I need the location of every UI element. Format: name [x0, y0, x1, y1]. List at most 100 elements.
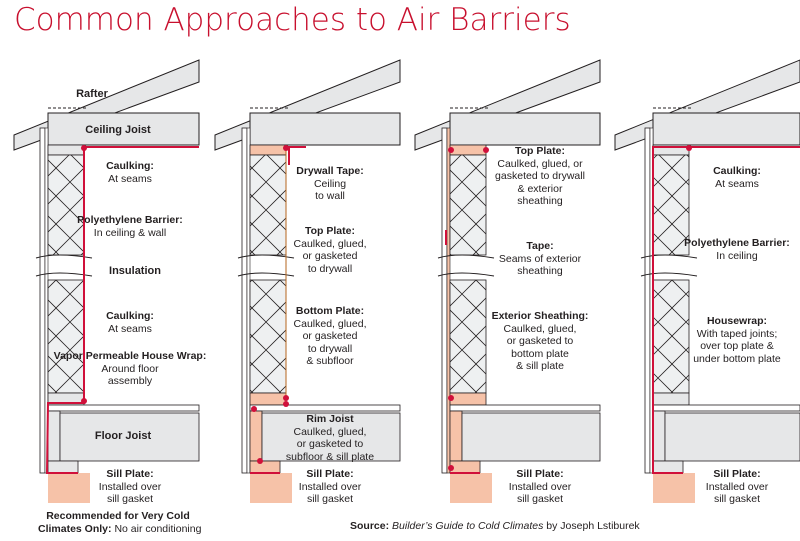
siding	[644, 127, 651, 474]
subfloor	[249, 404, 401, 412]
callout-text: or gasketed to	[506, 335, 574, 347]
insulation-lower	[449, 279, 487, 394]
callout-text: sheathing	[517, 195, 563, 207]
sheathing	[446, 127, 451, 474]
callout-text: Caulked, glued, or	[497, 157, 583, 170]
callout-title: Sill Plate:	[516, 468, 564, 480]
foundation	[250, 473, 292, 503]
foundation	[450, 473, 492, 503]
caulking-dot	[448, 395, 454, 401]
callout-text: assembly	[107, 375, 153, 387]
caulking-dot	[283, 395, 289, 401]
panel-2	[214, 59, 401, 503]
member-label-floor-joist: Floor Joist	[94, 430, 152, 442]
source-author: by Joseph Lstiburek	[543, 520, 640, 532]
subfloor	[652, 404, 800, 412]
callout-text: & subfloor	[306, 355, 354, 367]
callout-title: Bottom Plate:	[295, 305, 365, 317]
callout-title: Polyethylene Barrier:	[77, 214, 183, 226]
callout-text: Installed over	[298, 480, 362, 493]
source-credit: Source: Builder’s Guide to Cold Climates…	[350, 520, 640, 532]
insulation-lower	[652, 279, 690, 394]
subfloor	[449, 404, 601, 412]
source-label: Source:	[350, 520, 390, 532]
break-line-top	[35, 254, 93, 259]
callout-text: Caulked, glued,	[503, 322, 577, 335]
callout-text: Installed over	[705, 480, 769, 493]
note-normal: No air conditioning	[111, 523, 202, 535]
top-plate	[47, 144, 85, 156]
ceiling-joist	[449, 112, 601, 146]
callout-text: Installed over	[508, 480, 572, 493]
callout-label: Caulking:At seams	[106, 160, 154, 185]
top-plate	[249, 144, 287, 156]
callout-text: Seams of exterior	[498, 252, 582, 265]
callout-title: Polyethylene Barrier:	[684, 237, 790, 249]
callout-text: sill gasket	[713, 493, 761, 505]
callout-text: sill gasket	[306, 493, 354, 505]
callout-label: Polyethylene Barrier:In ceiling & wall	[77, 214, 183, 239]
sill-plate	[249, 460, 281, 474]
callout-text: bottom plate	[511, 347, 569, 360]
break-line-bottom	[237, 272, 295, 277]
air-barrier-line	[652, 146, 800, 474]
panel-3	[414, 59, 601, 503]
insulation-upper	[449, 154, 487, 256]
callout-title: Caulking:	[106, 310, 154, 322]
floor-joist	[59, 412, 200, 462]
note-bold-2: Climates Only:	[38, 523, 112, 535]
member-label-ceiling-joist: Ceiling Joist	[85, 124, 151, 136]
callout-text: to drywall	[307, 262, 353, 275]
callout-title: Sill Plate:	[106, 468, 154, 480]
panel-1	[13, 59, 200, 503]
callout-text: At seams	[108, 172, 152, 185]
page-title: Common Approaches to Air Barriers	[14, 2, 571, 38]
callout-text: & sill plate	[516, 360, 564, 372]
break-line-bottom	[35, 272, 93, 277]
insulation-upper	[249, 154, 287, 256]
foundation	[48, 473, 90, 503]
panel-4	[614, 59, 800, 503]
rim-joist	[47, 410, 61, 462]
callout-text: In ceiling	[716, 249, 758, 262]
callout-text: or gasketed to	[296, 438, 364, 450]
note-bold-1: Recommended for Very Cold	[46, 510, 190, 522]
insulation-upper	[47, 154, 85, 256]
ceiling-joist	[652, 112, 800, 146]
air-barrier-line	[45, 146, 199, 474]
callout-label: Housewrap:With taped joints;over top pla…	[693, 315, 781, 365]
subfloor	[47, 404, 200, 412]
callout-title: Exterior Sheathing:	[491, 310, 589, 322]
insulation-upper	[652, 154, 690, 256]
floor-joist	[664, 412, 800, 462]
recommendation-note: Recommended for Very Cold Climates Only:…	[38, 510, 201, 536]
break-line-top	[237, 254, 295, 259]
callout-title: Housewrap:	[706, 315, 768, 327]
member-label-rafter: Rafter	[76, 88, 108, 100]
callout-label: Caulking:At seams	[106, 310, 154, 335]
caulking-dot	[251, 406, 257, 412]
member-label-insulation: Insulation	[109, 265, 161, 277]
callout-text: At seams	[108, 322, 152, 335]
caulking-dot	[686, 145, 692, 151]
callout-title: Caulking:	[713, 165, 761, 177]
break-line-top	[437, 254, 495, 259]
callout-text: or gasketed	[302, 330, 358, 342]
callout-text: sill gasket	[106, 493, 154, 505]
callout-text: sheathing	[517, 265, 563, 277]
callout-text: With taped joints;	[696, 327, 778, 340]
source-book-title: Builder’s Guide to Cold Climates	[392, 520, 544, 532]
callout-title: Sill Plate:	[713, 468, 761, 480]
bottom-plate	[249, 392, 287, 406]
bottom-plate	[652, 392, 690, 406]
